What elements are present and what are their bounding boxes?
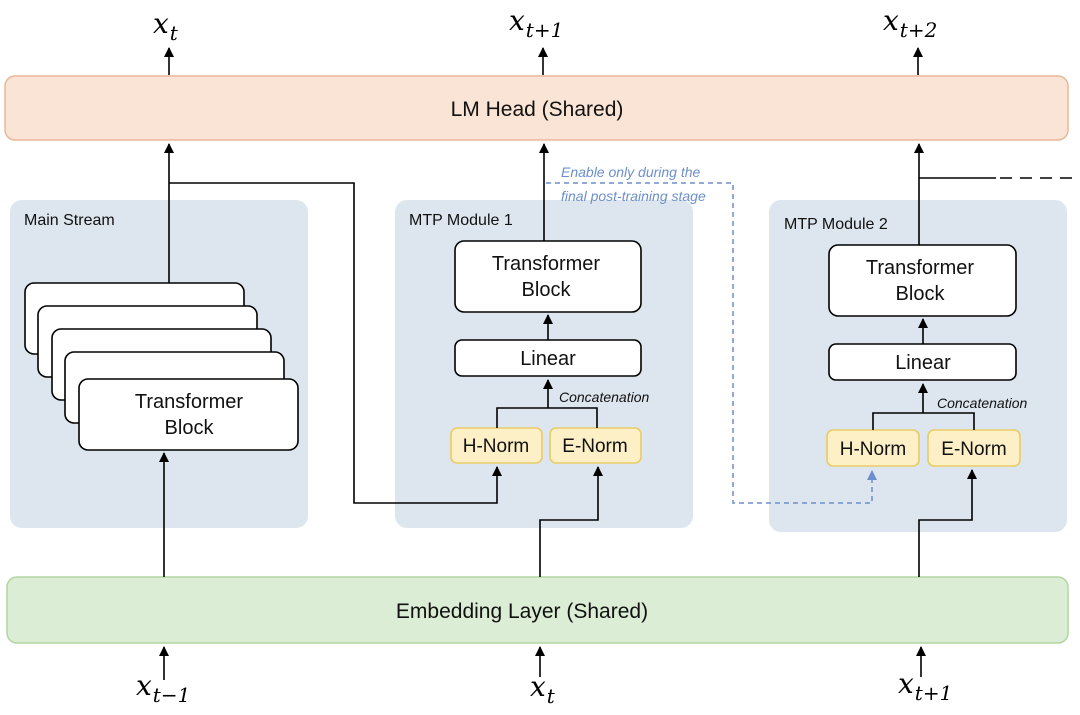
annotation-line-2: final post-training stage bbox=[561, 188, 706, 204]
lm-head-label: LM Head (Shared) bbox=[451, 98, 624, 121]
mtp1-hnorm-label: H-Norm bbox=[463, 436, 530, 457]
annotation-line-1: Enable only during the bbox=[561, 164, 701, 180]
mtp-module-2-title: MTP Module 2 bbox=[784, 216, 888, 233]
main-stream-block-label-2: Block bbox=[165, 417, 215, 439]
main-stream-block-label-1: Transformer bbox=[135, 391, 244, 413]
mtp1-transformer-block bbox=[454, 240, 642, 313]
input-token-2: xt bbox=[530, 670, 556, 708]
mtp1-concatenation-label: Concatenation bbox=[559, 389, 650, 405]
input-token-1: xt−1 bbox=[136, 669, 190, 707]
main-stream-title: Main Stream bbox=[24, 212, 115, 229]
main-stream-transformer-block bbox=[78, 378, 299, 451]
mtp2-block-label-1: Transformer bbox=[866, 257, 975, 279]
output-token-1: xt bbox=[153, 7, 179, 45]
mtp1-linear-label: Linear bbox=[520, 348, 576, 370]
mtp1-enorm-label: E-Norm bbox=[562, 436, 627, 457]
mtp1-block-label-2: Block bbox=[522, 279, 572, 301]
mtp2-transformer-block bbox=[828, 244, 1017, 317]
output-token-2: xt+1 bbox=[509, 4, 563, 42]
mtp2-linear-label: Linear bbox=[895, 352, 951, 374]
mtp-module-1-title: MTP Module 1 bbox=[409, 212, 513, 229]
mtp2-concatenation-label: Concatenation bbox=[937, 395, 1028, 411]
mtp1-enorm-box bbox=[549, 427, 642, 464]
connector-lines bbox=[159, 47, 1072, 680]
mtp2-enorm-label: E-Norm bbox=[941, 439, 1006, 460]
mtp1-block-label-1: Transformer bbox=[492, 253, 601, 275]
embedding-layer-label: Embedding Layer (Shared) bbox=[396, 600, 648, 623]
mtp2-hnorm-label: H-Norm bbox=[840, 439, 907, 460]
mtp2-block-label-2: Block bbox=[896, 283, 946, 305]
input-token-3: xt+1 bbox=[898, 667, 952, 705]
lm-head-box bbox=[4, 75, 1069, 141]
post-training-dashed-path bbox=[546, 182, 877, 504]
output-token-3: xt+2 bbox=[883, 4, 937, 42]
embedding-layer-box bbox=[6, 576, 1069, 644]
